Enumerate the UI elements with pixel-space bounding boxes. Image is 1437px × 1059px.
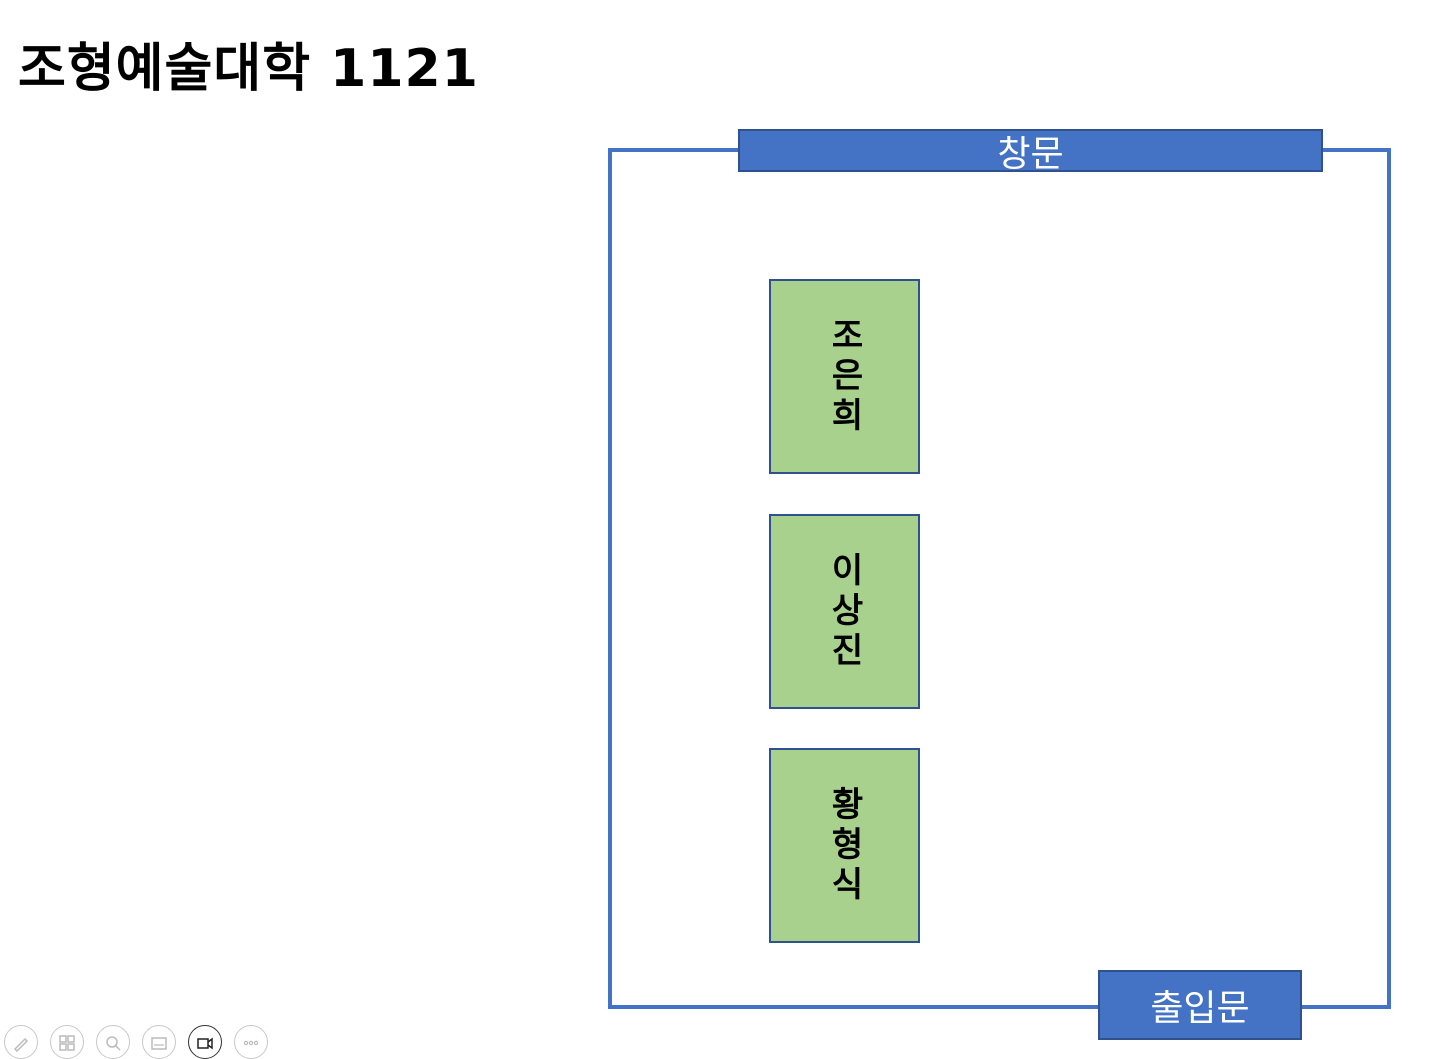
desk-3: 황형식 — [769, 748, 920, 943]
desk-name: 황형식 — [824, 785, 864, 906]
slides-grid-icon — [59, 1035, 75, 1051]
window-label-box: 창문 — [738, 129, 1323, 175]
video-camera-icon — [197, 1037, 213, 1050]
pen-icon — [13, 1037, 29, 1052]
more-options-icon — [243, 1040, 259, 1046]
subtitles-button[interactable] — [142, 1025, 176, 1059]
more-options-button[interactable] — [234, 1025, 268, 1059]
desk-1: 조은희 — [769, 279, 920, 474]
page-title: 조형예술대학 1121 — [18, 39, 479, 99]
pen-button[interactable] — [4, 1025, 38, 1059]
video-camera-button[interactable] — [188, 1025, 222, 1059]
desk-name: 조은희 — [824, 316, 864, 437]
entrance-label-box: 출입문 — [1098, 970, 1302, 1040]
desk-name: 이상진 — [824, 551, 864, 672]
window-label: 창문 — [997, 133, 1064, 175]
subtitles-icon — [151, 1037, 167, 1050]
zoom-button[interactable] — [96, 1025, 130, 1059]
desk-2: 이상진 — [769, 514, 920, 709]
classroom-outline — [608, 148, 1391, 1009]
presentation-toolbar — [4, 1025, 268, 1059]
slides-grid-button[interactable] — [50, 1025, 84, 1059]
entrance-label: 출입문 — [1150, 988, 1250, 1029]
zoom-icon — [106, 1036, 121, 1051]
